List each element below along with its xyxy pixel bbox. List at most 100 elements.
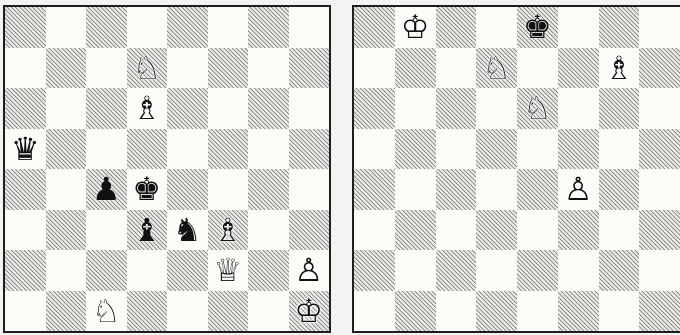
white-knight-piece[interactable]: ♘ <box>517 88 558 129</box>
white-king-piece[interactable]: ♔ <box>395 7 436 48</box>
square-h2[interactable]: ♙ <box>289 250 330 291</box>
square-e1[interactable] <box>517 291 558 332</box>
square-b1[interactable] <box>46 291 87 332</box>
square-h8[interactable] <box>639 7 680 48</box>
square-d7[interactable]: ♘ <box>127 48 168 89</box>
square-a1[interactable] <box>354 291 395 332</box>
square-d3[interactable]: ♝ <box>127 210 168 251</box>
square-a4[interactable] <box>5 169 46 210</box>
white-pawn-piece[interactable]: ♙ <box>289 250 330 291</box>
square-f4[interactable]: ♙ <box>558 169 599 210</box>
white-bishop-piece[interactable]: ♗ <box>127 88 168 129</box>
square-g5[interactable] <box>248 129 289 170</box>
square-g6[interactable] <box>248 88 289 129</box>
square-f8[interactable] <box>208 7 249 48</box>
square-f6[interactable] <box>558 88 599 129</box>
square-g4[interactable] <box>599 169 640 210</box>
square-f3[interactable] <box>558 210 599 251</box>
square-f7[interactable] <box>208 48 249 89</box>
square-b4[interactable] <box>46 169 87 210</box>
square-c7[interactable] <box>86 48 127 89</box>
square-e1[interactable] <box>167 291 208 332</box>
square-e7[interactable] <box>517 48 558 89</box>
square-f1[interactable] <box>558 291 599 332</box>
square-f6[interactable] <box>208 88 249 129</box>
square-e4[interactable] <box>167 169 208 210</box>
square-g1[interactable] <box>599 291 640 332</box>
square-b8[interactable] <box>46 7 87 48</box>
square-c5[interactable] <box>436 129 477 170</box>
square-b2[interactable] <box>46 250 87 291</box>
square-d5[interactable] <box>476 129 517 170</box>
square-b8[interactable]: ♔ <box>395 7 436 48</box>
square-h5[interactable] <box>289 129 330 170</box>
square-b4[interactable] <box>395 169 436 210</box>
square-c1[interactable]: ♘ <box>86 291 127 332</box>
square-h4[interactable] <box>639 169 680 210</box>
square-f8[interactable] <box>558 7 599 48</box>
square-f7[interactable] <box>558 48 599 89</box>
black-king-piece[interactable]: ♚ <box>127 169 168 210</box>
square-e5[interactable] <box>517 129 558 170</box>
black-pawn-piece[interactable]: ♟ <box>86 169 127 210</box>
square-d3[interactable] <box>476 210 517 251</box>
square-c4[interactable] <box>436 169 477 210</box>
square-e8[interactable]: ♚ <box>517 7 558 48</box>
square-c6[interactable] <box>86 88 127 129</box>
square-a7[interactable] <box>354 48 395 89</box>
square-a4[interactable] <box>354 169 395 210</box>
square-h2[interactable] <box>639 250 680 291</box>
square-a2[interactable] <box>354 250 395 291</box>
square-a7[interactable] <box>5 48 46 89</box>
square-c7[interactable] <box>436 48 477 89</box>
square-d4[interactable]: ♚ <box>127 169 168 210</box>
white-knight-piece[interactable]: ♘ <box>127 48 168 89</box>
square-h4[interactable] <box>289 169 330 210</box>
square-a6[interactable] <box>5 88 46 129</box>
square-g6[interactable] <box>599 88 640 129</box>
square-g1[interactable] <box>248 291 289 332</box>
square-b2[interactable] <box>395 250 436 291</box>
square-b5[interactable] <box>46 129 87 170</box>
white-knight-piece[interactable]: ♘ <box>86 291 127 332</box>
square-d6[interactable]: ♗ <box>127 88 168 129</box>
square-d2[interactable] <box>476 250 517 291</box>
square-h3[interactable] <box>289 210 330 251</box>
square-e4[interactable] <box>517 169 558 210</box>
square-c8[interactable] <box>436 7 477 48</box>
square-e7[interactable] <box>167 48 208 89</box>
square-b3[interactable] <box>46 210 87 251</box>
square-g7[interactable]: ♗ <box>599 48 640 89</box>
white-bishop-piece[interactable]: ♗ <box>599 48 640 89</box>
square-a8[interactable] <box>354 7 395 48</box>
square-g2[interactable] <box>248 250 289 291</box>
square-g8[interactable] <box>599 7 640 48</box>
square-d8[interactable] <box>127 7 168 48</box>
square-b6[interactable] <box>46 88 87 129</box>
square-f3[interactable]: ♗ <box>208 210 249 251</box>
square-b1[interactable] <box>395 291 436 332</box>
square-d7[interactable]: ♘ <box>476 48 517 89</box>
square-g7[interactable] <box>248 48 289 89</box>
square-h8[interactable] <box>289 7 330 48</box>
square-e3[interactable] <box>517 210 558 251</box>
square-c2[interactable] <box>86 250 127 291</box>
square-d8[interactable] <box>476 7 517 48</box>
square-f2[interactable]: ♕ <box>208 250 249 291</box>
square-h7[interactable] <box>289 48 330 89</box>
square-c8[interactable] <box>86 7 127 48</box>
square-a3[interactable] <box>354 210 395 251</box>
square-d2[interactable] <box>127 250 168 291</box>
black-bishop-piece[interactable]: ♝ <box>127 210 168 251</box>
square-h6[interactable] <box>639 88 680 129</box>
square-g2[interactable] <box>599 250 640 291</box>
black-knight-piece[interactable]: ♞ <box>167 210 208 251</box>
square-f2[interactable] <box>558 250 599 291</box>
square-a3[interactable] <box>5 210 46 251</box>
square-c6[interactable] <box>436 88 477 129</box>
square-h1[interactable]: ♔ <box>289 291 330 332</box>
square-b7[interactable] <box>46 48 87 89</box>
white-knight-piece[interactable]: ♘ <box>476 48 517 89</box>
square-e6[interactable]: ♘ <box>517 88 558 129</box>
square-b6[interactable] <box>395 88 436 129</box>
